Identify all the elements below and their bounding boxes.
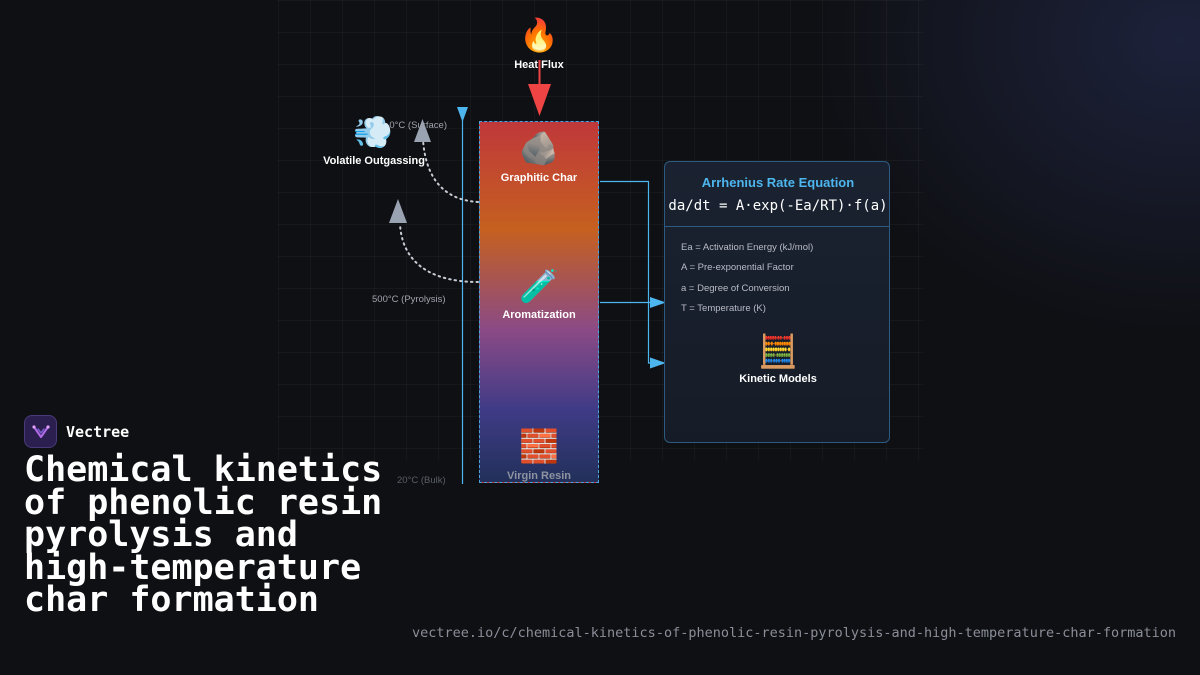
definition-alpha: a = Degree of Conversion	[681, 283, 790, 294]
kinetic-models-label: Kinetic Models	[739, 373, 817, 385]
abacus-icon: 🧮	[758, 333, 798, 369]
heat-flux-label: Heat Flux	[514, 59, 564, 71]
connector-models-arrowhead	[650, 357, 666, 369]
test-tube-icon: 🧪	[519, 268, 559, 304]
brick-icon: 🧱	[519, 428, 559, 464]
definition-ea: Ea = Activation Energy (kJ/mol)	[681, 242, 814, 253]
panel-title: Arrhenius Rate Equation	[701, 175, 855, 190]
page-title: Chemical kinetics of phenolic resin pyro…	[24, 450, 383, 620]
brand-name: Vectree	[66, 422, 130, 441]
temp-surface-label: 0°C (Surface)	[389, 120, 447, 131]
definition-t: T = Temperature (K)	[681, 303, 766, 314]
volatile-outgassing-label: Volatile Outgassing	[323, 155, 425, 167]
gas-path-lower	[399, 223, 479, 283]
gas-path-upper	[422, 139, 479, 203]
connector-panel-arrowhead	[650, 297, 666, 308]
definition-a: A = Pre-exponential Factor	[681, 262, 794, 273]
connector-char-to-models	[600, 180, 654, 364]
panel-divider	[665, 226, 889, 227]
gas-arrowhead-upper	[414, 119, 431, 142]
arrhenius-panel: Arrhenius Rate Equation da/dt = A·exp(-E…	[664, 161, 890, 443]
gas-arrowhead-lower	[389, 199, 407, 223]
arrhenius-equation: da/dt = A·exp(-Ea/RT)·f(a)	[668, 198, 888, 214]
heat-flux-arrowhead	[528, 84, 551, 116]
temp-bulk-label: 20°C (Bulk)	[397, 475, 446, 486]
virgin-resin-label: Virgin Resin	[507, 470, 571, 482]
rock-icon: 🪨	[519, 130, 559, 166]
temp-pyrolysis-label: 500°C (Pyrolysis)	[372, 294, 446, 305]
material-column	[479, 121, 599, 483]
depth-axis-arrowhead	[457, 107, 468, 122]
page-url[interactable]: vectree.io/c/chemical-kinetics-of-phenol…	[411, 625, 1176, 641]
fire-icon: 🔥	[519, 17, 559, 53]
aromatization-label: Aromatization	[502, 309, 576, 321]
graphitic-char-label: Graphitic Char	[500, 172, 578, 184]
dash-icon: 💨	[353, 114, 393, 150]
brand: Vectree	[24, 415, 129, 448]
vectree-logo-icon	[24, 415, 57, 448]
